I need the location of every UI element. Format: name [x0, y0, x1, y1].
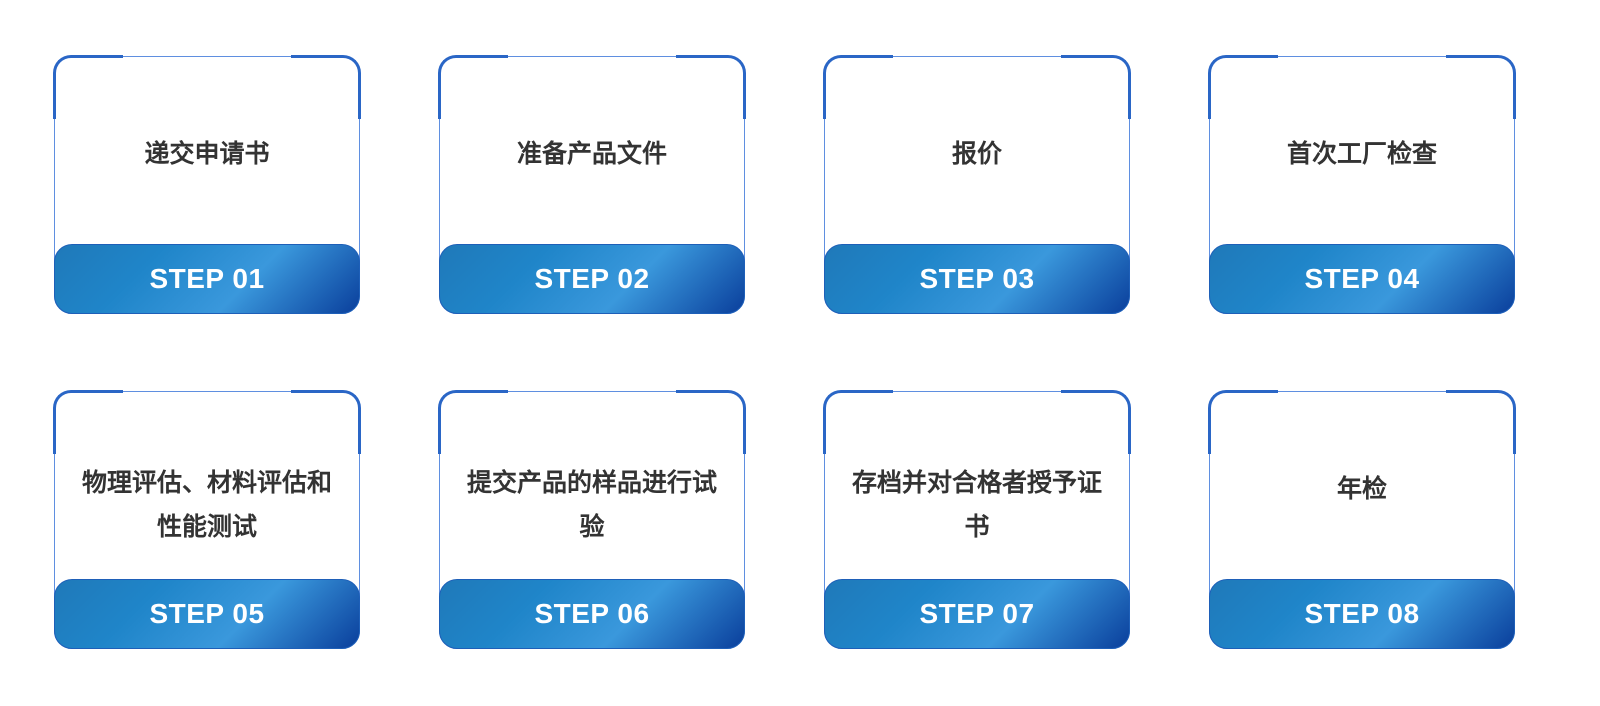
step-card-3: 报价 STEP 03: [823, 55, 1131, 314]
step-number-badge: STEP 03: [824, 244, 1130, 314]
step-card-2: 准备产品文件 STEP 02: [438, 55, 746, 314]
step-label: 准备产品文件: [516, 139, 667, 168]
step-number-badge: STEP 02: [439, 244, 745, 314]
step-number-badge: STEP 05: [54, 579, 360, 649]
step-card-5: 物理评估、材料评估和性能测试 STEP 05: [53, 390, 361, 649]
step-label: 物理评估、材料评估和性能测试: [81, 468, 332, 541]
step-label: 提交产品的样品进行试验: [466, 468, 717, 541]
step-number-badge: STEP 06: [439, 579, 745, 649]
step-label: 首次工厂检查: [1286, 139, 1437, 168]
step-number-badge: STEP 08: [1209, 579, 1515, 649]
step-label: 存档并对合格者授予证书: [851, 468, 1102, 541]
step-number-badge: STEP 01: [54, 244, 360, 314]
step-label: 递交申请书: [144, 139, 270, 168]
step-label: 报价: [951, 139, 1002, 168]
step-label: 年检: [1336, 474, 1387, 503]
step-number-badge: STEP 04: [1209, 244, 1515, 314]
step-card-8: 年检 STEP 08: [1208, 390, 1516, 649]
step-number-badge: STEP 07: [824, 579, 1130, 649]
step-card-1: 递交申请书 STEP 01: [53, 55, 361, 314]
step-card-4: 首次工厂检查 STEP 04: [1208, 55, 1516, 314]
step-card-6: 提交产品的样品进行试验 STEP 06: [438, 390, 746, 649]
step-card-7: 存档并对合格者授予证书 STEP 07: [823, 390, 1131, 649]
